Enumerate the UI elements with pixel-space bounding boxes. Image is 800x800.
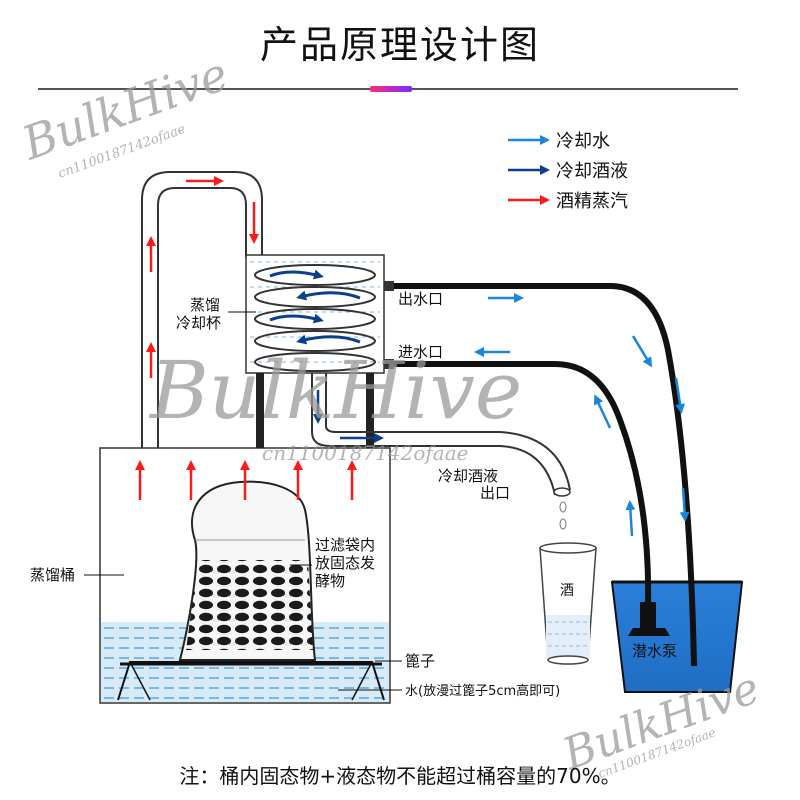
label-still: 蒸馏桶 xyxy=(30,566,75,584)
filter-bag xyxy=(178,480,317,661)
legend-label-alcohol-vapor: 酒精蒸汽 xyxy=(556,191,628,212)
label-water-in: 进水口 xyxy=(398,343,443,361)
label-condenser-2: 冷却杯 xyxy=(176,314,221,332)
water-outlet-port xyxy=(384,281,394,291)
diagram-title: 产品原理设计图 xyxy=(259,23,540,67)
label-pump: 潜水泵 xyxy=(632,642,677,660)
legend: 冷却水 冷却酒液 酒精蒸汽 xyxy=(508,131,628,212)
label-filter-bag-3: 酵物 xyxy=(315,572,345,590)
steamer-rack xyxy=(117,661,385,701)
footnote: 注：桶内固态物+液态物不能超过桶容量的70%。 xyxy=(179,764,621,788)
legend-label-cooled-liquor: 冷却酒液 xyxy=(556,161,628,182)
watermark-id-center: cn1100187142ofaae xyxy=(262,441,468,465)
label-cup: 酒 xyxy=(560,583,574,599)
liquor-outlet-pipe xyxy=(311,373,571,530)
water-hoses xyxy=(393,283,697,667)
label-filter-bag-2: 放固态发 xyxy=(315,554,375,572)
label-filter-bag-1: 过滤袋内 xyxy=(315,536,375,554)
liquor-cup xyxy=(539,542,597,665)
label-water-note: 水(放漫过篦子5cm高即可) xyxy=(405,683,560,699)
submersible-pump xyxy=(628,628,670,636)
legend-label-cooling-water: 冷却水 xyxy=(556,131,610,152)
label-liquor-outlet-2: 出口 xyxy=(480,484,510,502)
label-rack: 篦子 xyxy=(405,652,435,670)
label-liquor-outlet-1: 冷却酒液 xyxy=(438,467,498,485)
vapor-pipe xyxy=(141,171,263,448)
vapor-arrows xyxy=(135,176,357,500)
label-water-out: 出水口 xyxy=(398,290,443,308)
water-inlet-port xyxy=(384,359,394,369)
cooling-water-arrows xyxy=(474,293,690,537)
watermark-brand-center: BulkHive xyxy=(148,344,522,437)
leader-lines xyxy=(84,311,402,691)
condenser-cup xyxy=(245,254,385,448)
label-condenser-1: 蒸馏 xyxy=(190,296,220,314)
title-accent-bar xyxy=(370,86,412,92)
water-tub xyxy=(610,580,744,693)
